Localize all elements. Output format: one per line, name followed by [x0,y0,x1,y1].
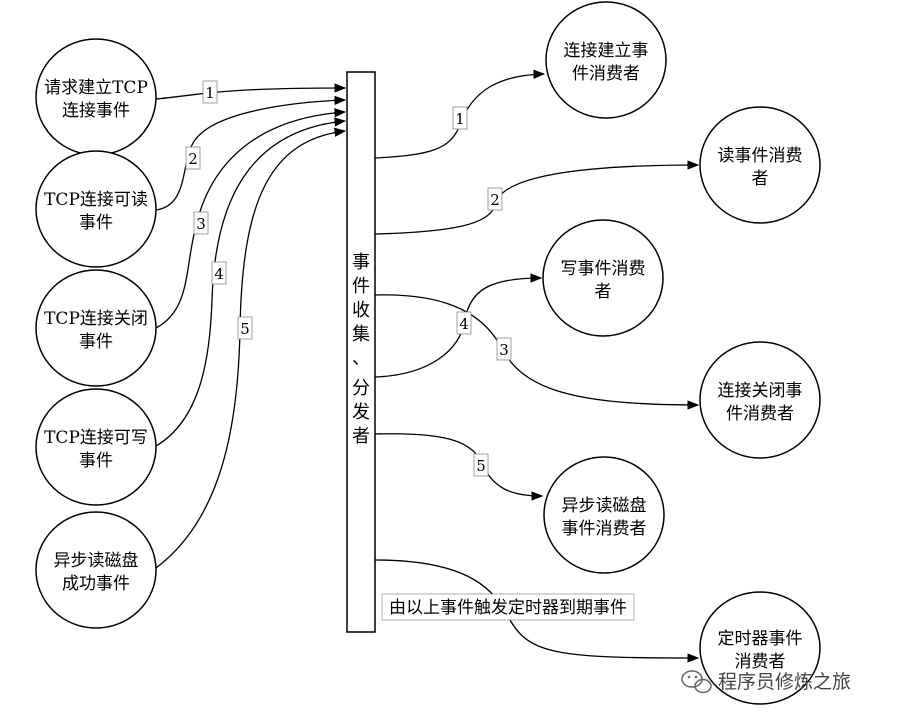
timer-note: 由以上事件触发定时器到期事件 [381,593,635,621]
edge-label-out-close: 3 [496,337,512,361]
edge-label-in-1: 1 [202,80,218,104]
node-label: 件消费者 [572,64,640,84]
edge-in-3 [155,108,347,329]
svg-text:3: 3 [196,215,206,233]
dispatcher-char: 集 [352,324,370,345]
node-label: 连接建立事 [564,41,649,61]
node-label: 事件消费者 [562,519,647,539]
wechat-icon [681,670,712,694]
svg-text:3: 3 [499,341,509,359]
watermark-text: 程序员修炼之旅 [718,671,851,693]
edge-label-out-write: 4 [456,311,472,335]
consumer-node-timer: 定时器事件 消费者 [699,591,821,705]
node-label: 事件 [79,213,113,233]
dispatcher-char: 件 [352,276,370,297]
dispatcher-char: 事 [352,252,370,273]
svg-text:1: 1 [455,110,465,128]
node-label: 事件 [79,332,113,352]
node-label: 消费者 [735,652,786,672]
edge-in-4 [155,117,347,447]
node-label: 定时器事件 [718,629,803,649]
svg-text:1: 1 [205,84,215,102]
svg-text:2: 2 [188,150,198,168]
dispatcher-char: 、 [352,348,370,369]
node-label: 者 [595,282,612,302]
dispatcher-char: 分 [352,378,370,399]
timer-note-text: 由以上事件触发定时器到期事件 [389,598,627,618]
edge-label-in-3: 3 [193,211,209,235]
edge-in-5 [155,127,347,569]
dispatcher-char: 收 [352,300,370,321]
source-node-readable: TCP连接可读 事件 [35,150,157,268]
consumer-node-async-disk: 异步读磁盘 事件消费者 [543,456,665,574]
dispatcher-char: 发 [352,402,370,423]
consumer-node-connect: 连接建立事 件消费者 [545,1,667,119]
dispatcher-box: 事 件 收 集 、 分 发 者 [346,71,376,633]
node-label: TCP连接可写 [44,428,148,448]
node-label: 读事件消费 [718,146,803,166]
consumer-node-close: 连接关闭事 件消费者 [699,341,821,459]
edge-label-in-5: 5 [237,316,253,340]
node-label: 写事件消费 [561,259,646,279]
svg-text:5: 5 [240,320,250,338]
node-label: 异步读磁盘 [562,496,647,516]
node-label: 异步读磁盘 [54,551,139,571]
edge-label-in-4: 4 [211,261,227,285]
edge-out-read [374,160,700,235]
dispatcher-char: 者 [352,426,370,447]
source-node-async-disk: 异步读磁盘 成功事件 [35,511,157,629]
consumer-node-read: 读事件消费 者 [699,106,821,224]
node-label: 请求建立TCP [44,78,148,98]
source-node-writable: TCP连接可写 事件 [35,388,157,506]
edge-label-out-async-disk: 5 [473,453,489,477]
node-label: 成功事件 [62,574,130,594]
svg-text:2: 2 [490,191,500,209]
source-node-request-connect: 请求建立TCP 连接事件 [35,38,157,156]
svg-text:4: 4 [214,265,224,283]
svg-text:4: 4 [459,315,469,333]
edge-in-1 [155,83,347,100]
edge-label-out-read: 2 [487,187,503,211]
node-label: TCP连接关闭 [44,309,148,329]
source-node-close: TCP连接关闭 事件 [35,269,157,387]
consumer-node-write: 写事件消费 者 [542,219,664,337]
edge-out-async-disk [374,433,544,501]
node-label: 事件 [79,451,113,471]
node-label: TCP连接可读 [44,190,148,210]
node-label: 连接关闭事 [718,381,803,401]
node-label: 连接事件 [62,101,130,121]
edge-label-in-2: 2 [185,146,201,170]
node-label: 者 [752,169,769,189]
node-label: 件消费者 [726,404,794,424]
edge-in-2 [155,95,347,211]
edge-label-out-connect: 1 [452,106,468,130]
svg-text:5: 5 [476,457,486,475]
watermark: 程序员修炼之旅 [681,670,851,694]
